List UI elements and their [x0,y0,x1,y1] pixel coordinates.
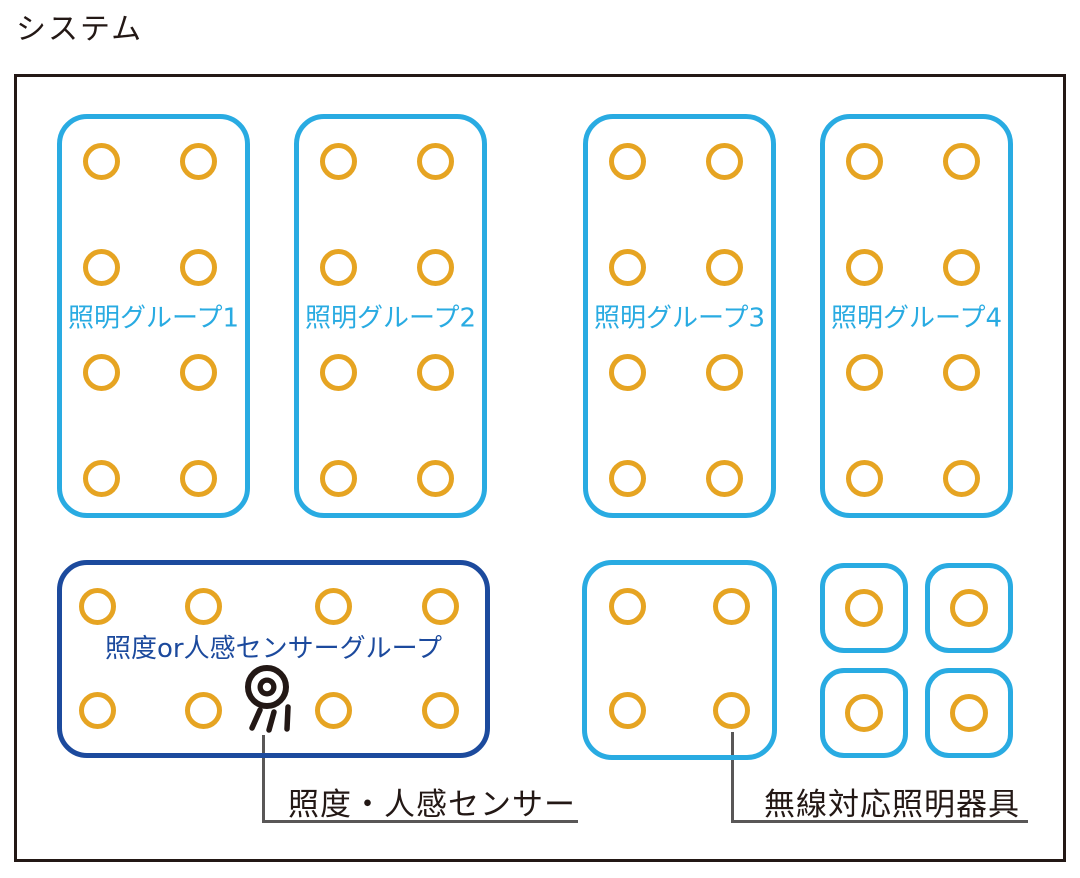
lamp-circle [315,588,352,625]
lamp-row [83,248,217,286]
lighting-group-3-label: 照明グループ3 [594,303,765,334]
lamp-circle [320,354,357,392]
lamp-circle [422,588,459,625]
lamp-circle [943,354,980,392]
lighting-group-4-label: 照明グループ4 [831,303,1002,334]
lamp-circle [846,248,883,286]
lamp-circle [83,459,120,497]
lamp-circle [706,459,743,497]
diagram-title: システム [16,12,144,47]
sensor-bullseye-icon [245,665,291,733]
lamp-circle [320,143,357,180]
lamp-circle [185,692,222,729]
lamp-circle [320,459,357,497]
lamp-circle [846,354,883,392]
lighting-group-2: 照明グループ2 [294,114,487,518]
lamp-row [320,248,454,286]
lamp-row [609,459,743,497]
single-fixture-3 [820,668,908,758]
sensor-group: 照度or人感センサーグループ [57,560,490,758]
lamp-circle [180,354,217,392]
lamp-circle [79,588,116,625]
lamp-row [609,354,743,392]
wireless-group-unlabeled [582,560,777,760]
lighting-group-1: 照明グループ1 [57,114,250,518]
lamp-row [83,459,217,497]
lamp-row [846,248,980,286]
sensor-group-label: 照度or人感センサーグループ [104,634,443,664]
lamp-row [320,459,454,497]
lamp-circle [706,354,743,392]
system-boundary [14,74,1066,862]
single-fixture-4 [925,668,1013,758]
lamp-row [83,354,217,392]
lamp-circle [713,692,750,729]
lamp-circle [83,143,120,180]
sensor-callout-line-horizontal [262,820,578,823]
lamp-circle [422,692,459,729]
lamp-circle [417,354,454,392]
lamp-circle [950,589,988,627]
lamp-circle [943,143,980,180]
lamp-circle [950,694,988,732]
lamp-circle [180,248,217,286]
lamp-circle [185,588,222,625]
lamp-circle [79,692,116,729]
lighting-group-2-label: 照明グループ2 [305,303,476,334]
lamp-circle [417,459,454,497]
lamp-row [320,143,454,180]
lamp-row [609,143,743,180]
lamp-circle [706,248,743,286]
lighting-group-1-label: 照明グループ1 [68,303,239,334]
wireless-callout-line-horizontal [731,820,1028,823]
lamp-circle [943,459,980,497]
lamp-row [846,459,980,497]
lamp-circle [609,588,646,625]
lamp-circle [609,692,646,729]
sensor-callout-label: 照度・人感センサー [288,787,576,823]
lamp-circle [417,143,454,180]
lamp-row [846,143,980,180]
lamp-circle [83,248,120,286]
single-fixture-2 [925,563,1013,653]
lamp-circle [320,248,357,286]
lamp-row [83,143,217,180]
lighting-group-4: 照明グループ4 [820,114,1013,518]
lamp-circle [609,459,646,497]
lamp-circle [609,248,646,286]
lamp-circle [417,248,454,286]
lamp-circle [180,459,217,497]
lamp-circle [180,143,217,180]
lamp-circle [706,143,743,180]
wireless-callout-label: 無線対応照明器具 [764,787,1020,823]
lamp-row [609,248,743,286]
wireless-callout-line-vertical [731,732,734,823]
lamp-circle [609,354,646,392]
lamp-circle [609,143,646,180]
lamp-circle [713,588,750,625]
lamp-circle [845,694,883,732]
sensor-callout-line-vertical [262,735,265,823]
lamp-row [846,354,980,392]
lamp-circle [846,143,883,180]
single-fixture-1 [820,563,908,653]
lamp-row [320,354,454,392]
lamp-circle [943,248,980,286]
lamp-circle [846,459,883,497]
lamp-circle [83,354,120,392]
lamp-circle [315,692,352,729]
lighting-group-3: 照明グループ3 [583,114,776,518]
lamp-circle [845,589,883,627]
